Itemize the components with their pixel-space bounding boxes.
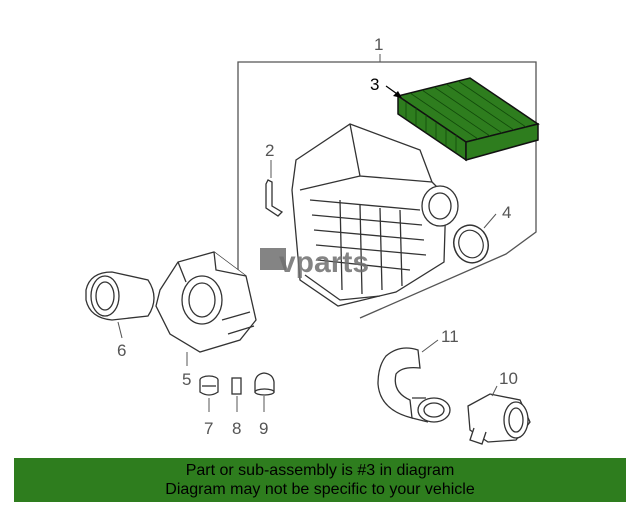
filter-arrowhead (393, 91, 402, 98)
assembly-group-outline (237, 61, 537, 319)
callout-1: 1 (374, 35, 383, 54)
callout-5: 5 (182, 370, 191, 389)
leader-lines (117, 54, 498, 412)
callout-2: 2 (265, 141, 274, 160)
intake-hose[interactable] (377, 347, 451, 423)
intake-boot[interactable] (85, 271, 155, 321)
callout-8: 8 (232, 419, 241, 438)
parts-diagram: vparts 1 2 3 4 5 6 7 8 9 10 11 (85, 35, 540, 445)
mass-air-flow-housing[interactable] (155, 251, 257, 353)
callout-11: 11 (441, 327, 459, 346)
air-cleaner-housing[interactable] (291, 123, 459, 307)
seal-ring[interactable] (449, 220, 494, 267)
callout-3: 3 (370, 75, 379, 94)
notice-line-disclaimer: Diagram may not be specific to your vehi… (165, 481, 475, 498)
callout-4: 4 (502, 203, 511, 222)
notice-line-part: Part or sub-assembly is #3 in diagram (185, 462, 455, 479)
watermark-logo: vparts (260, 246, 369, 279)
watermark-text: vparts (279, 246, 369, 279)
grommet[interactable] (199, 375, 219, 396)
callout-9: 9 (259, 419, 268, 438)
sleeve[interactable] (231, 377, 242, 395)
cap[interactable] (254, 372, 275, 396)
air-filter-element[interactable] (396, 77, 540, 162)
clip-part[interactable] (265, 179, 284, 217)
callout-7: 7 (204, 419, 213, 438)
callout-6: 6 (117, 341, 126, 360)
mass-air-flow-sensor[interactable] (467, 393, 531, 445)
diagram-notice-banner: Part or sub-assembly is #3 in diagram Di… (14, 458, 626, 502)
callout-10: 10 (499, 369, 518, 388)
